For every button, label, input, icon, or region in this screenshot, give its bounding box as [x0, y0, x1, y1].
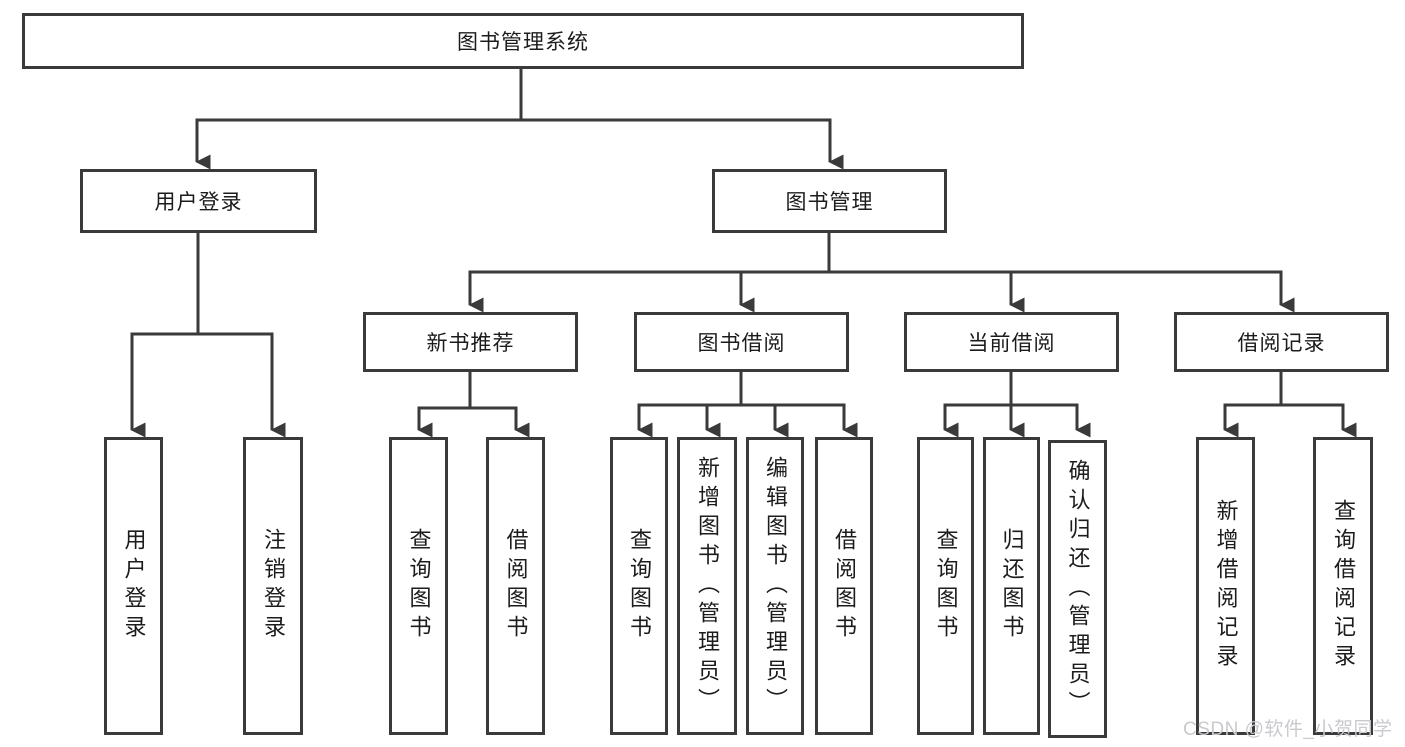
leaf-logout-label: 注销登录: [261, 528, 286, 644]
leaf-return-books-label: 归还图书: [999, 528, 1025, 644]
leaf-borrowing-query-books-label: 查询图书: [627, 528, 652, 644]
leaf-current-query-books-label: 查询图书: [933, 528, 959, 644]
node-book-borrowing-label: 图书借阅: [697, 332, 786, 355]
node-user-login: 用户登录: [80, 169, 317, 233]
leaf-user-login: 用户登录: [104, 437, 163, 735]
node-book-borrowing: 图书借阅: [634, 312, 849, 372]
node-book-management-label: 图书管理: [785, 191, 874, 214]
node-root: 图书管理系统: [22, 13, 1024, 69]
leaf-add-books-admin-label: 新增图书（管理员）: [695, 455, 720, 717]
node-borrowing-records-label: 借阅记录: [1237, 332, 1326, 355]
leaf-query-borrow-record-label: 查询借阅记录: [1331, 499, 1356, 673]
leaf-current-query-books: 查询图书: [917, 437, 974, 735]
node-borrowing-records: 借阅记录: [1174, 312, 1389, 372]
leaf-recommend-query-books-label: 查询图书: [406, 528, 432, 644]
node-current-borrowing: 当前借阅: [904, 312, 1119, 372]
leaf-edit-books-admin-label: 编辑图书（管理员）: [763, 455, 788, 717]
leaf-query-borrow-record: 查询借阅记录: [1313, 437, 1373, 735]
leaf-recommend-borrow-books-label: 借阅图书: [503, 528, 529, 644]
leaf-borrowing-borrow-books-label: 借阅图书: [832, 528, 857, 644]
leaf-return-books: 归还图书: [983, 437, 1040, 735]
connector-bus: [130, 65, 1345, 410]
node-new-book-recommend-label: 新书推荐: [426, 332, 515, 355]
leaf-user-login-label: 用户登录: [121, 528, 147, 644]
leaf-borrowing-query-books: 查询图书: [610, 437, 668, 735]
leaf-recommend-borrow-books: 借阅图书: [486, 437, 545, 735]
leaf-borrowing-borrow-books: 借阅图书: [815, 437, 873, 735]
leaf-logout: 注销登录: [243, 437, 303, 735]
leaf-edit-books-admin: 编辑图书（管理员）: [746, 437, 804, 735]
leaf-add-borrow-record-label: 新增借阅记录: [1213, 499, 1239, 673]
leaf-add-books-admin: 新增图书（管理员）: [677, 437, 737, 735]
node-user-login-label: 用户登录: [154, 191, 243, 214]
csdn-watermark: CSDN @软件_小贺同学: [1183, 719, 1393, 740]
leaf-confirm-return-admin-label: 确认归还（管理员）: [1065, 458, 1091, 720]
leaf-add-borrow-record: 新增借阅记录: [1196, 437, 1255, 735]
leaf-confirm-return-admin: 确认归还（管理员）: [1048, 440, 1107, 738]
node-root-label: 图书管理系统: [457, 31, 589, 54]
node-current-borrowing-label: 当前借阅: [967, 332, 1056, 355]
node-book-management: 图书管理: [712, 169, 947, 233]
leaf-recommend-query-books: 查询图书: [389, 437, 448, 735]
node-new-book-recommend: 新书推荐: [363, 312, 578, 372]
